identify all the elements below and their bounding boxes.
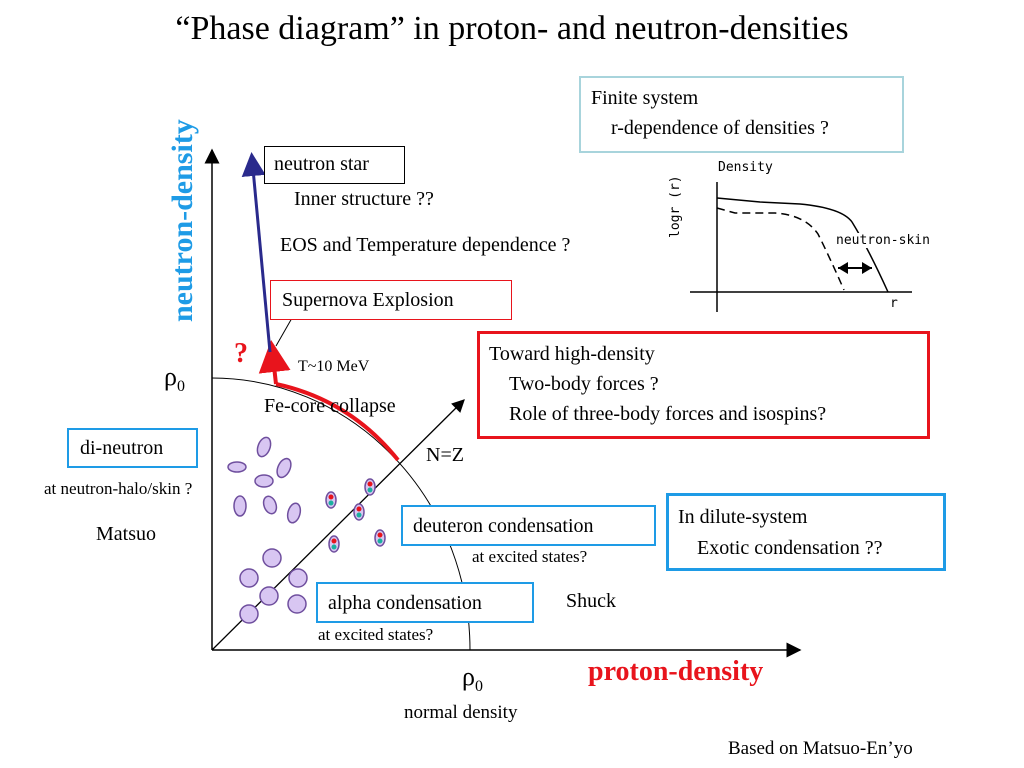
matsuo-label: Matsuo: [96, 523, 156, 545]
deuteron-label: deuteron condensation: [413, 515, 594, 537]
alpha-label: alpha condensation: [328, 592, 482, 614]
dilute-line2: Exotic condensation ??: [697, 537, 883, 559]
temperature-label: T~10 MeV: [298, 358, 370, 375]
supernova-label: Supernova Explosion: [282, 289, 454, 311]
inset-yaxis-label: logr (r): [668, 175, 683, 238]
deuteron-box: deuteron condensation: [401, 505, 656, 546]
red-arrow: [258, 340, 291, 385]
deuteron-clusters: [325, 478, 386, 553]
high-density-line1: Toward high-density: [489, 343, 655, 365]
deuteron-note: at excited states?: [472, 547, 588, 566]
finite-system-line2: r-dependence of densities ?: [611, 117, 829, 139]
shuck-label: Shuck: [566, 590, 616, 612]
nz-label: N=Z: [426, 444, 464, 466]
credit-label: Based on Matsuo-En’yo: [728, 738, 913, 759]
supernova-box: Supernova Explosion: [270, 280, 512, 320]
y-axis-label: neutron-density: [166, 119, 199, 322]
neutron-density-curve: [716, 207, 845, 291]
y-axis-tick: ρ0: [164, 362, 185, 396]
finite-system-box: Finite system r-dependence of densities …: [579, 76, 904, 153]
neutron-star-box: neutron star: [264, 146, 405, 184]
inset-skin-label: neutron-skin: [836, 233, 930, 248]
supernova-pointer: [275, 317, 293, 347]
normal-density-note: normal density: [404, 702, 518, 723]
alpha-clusters: [239, 548, 308, 624]
eos-text: EOS and Temperature dependence ?: [280, 234, 571, 256]
alpha-box: alpha condensation: [316, 582, 534, 623]
di-neutron-label: di-neutron: [80, 437, 164, 459]
fe-core-label: Fe-core collapse: [264, 395, 396, 417]
di-neutron-box: di-neutron: [67, 428, 198, 468]
proton-density-curve: [716, 197, 889, 293]
di-neutron-clusters: [227, 436, 302, 524]
high-density-box: Toward high-density Two-body forces ? Ro…: [477, 331, 930, 439]
fe-core-path: [275, 382, 400, 462]
neutron-star-path: [241, 152, 272, 353]
inset-density-label: Density: [718, 160, 773, 175]
high-density-line2: Two-body forces ?: [509, 373, 659, 395]
question-mark: ?: [234, 338, 248, 369]
high-density-line3: Role of three-body forces and isospins?: [509, 403, 827, 425]
alpha-note: at excited states?: [318, 625, 434, 644]
page-title: “Phase diagram” in proton- and neutron-d…: [175, 10, 849, 47]
x-axis-label: proton-density: [588, 656, 764, 687]
di-neutron-note: at neutron-halo/skin ?: [44, 479, 193, 498]
deuteron-nucleons: [328, 481, 383, 550]
finite-system-line1: Finite system: [591, 87, 699, 109]
dilute-system-box: In dilute-system Exotic condensation ??: [666, 493, 946, 571]
inner-structure-text: Inner structure ??: [294, 188, 434, 210]
inset-r-label: r: [890, 296, 898, 311]
dilute-line1: In dilute-system: [678, 506, 808, 528]
density-inset: [690, 182, 912, 312]
neutron-star-label: neutron star: [274, 153, 369, 175]
x-axis-tick: ρ0: [462, 662, 483, 696]
